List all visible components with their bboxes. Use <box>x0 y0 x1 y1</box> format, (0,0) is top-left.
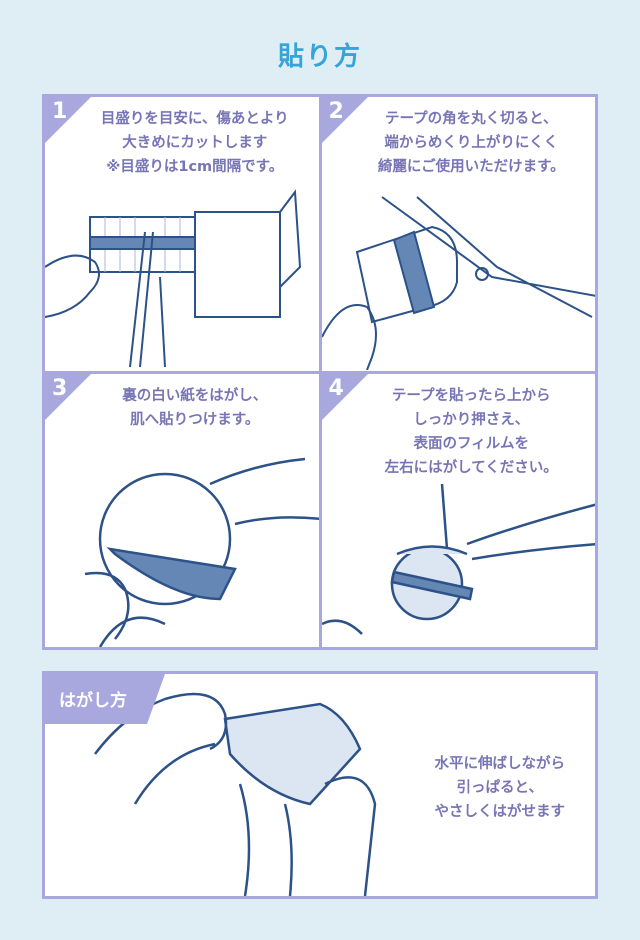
step-text: テープを貼ったら上から しっかり押さえ、 表面のフィルムを 左右にはがしてくださ… <box>358 384 586 480</box>
step-4: 4 テープを貼ったら上から しっかり押さえ、 表面のフィルムを 左右にはがしてく… <box>321 373 595 647</box>
removal-section: はがし方 水平に伸ばしながら 引っぱると、 やさしくはがせます <box>42 671 598 899</box>
apply-tape-illustration <box>84 457 319 647</box>
step-text: 目盛りを目安に、傷あとより 大きめにカットします ※目盛りは1cm間隔です。 <box>81 107 309 179</box>
text-line: 目盛りを目安に、傷あとより <box>100 111 289 127</box>
peel-film-illustration <box>321 483 595 635</box>
step-1: 1 目盛りを目安に、傷あとより 大きめにカットします ※目盛りは1cm間隔です。 <box>45 97 319 371</box>
text-line: 引っぱると、 <box>456 780 543 796</box>
cut-tape-illustration <box>45 189 302 368</box>
round-corners-illustration <box>321 196 595 370</box>
text-line: 左右にはがしてください。 <box>384 459 558 476</box>
text-line: 綺麗にご使用いただけます。 <box>377 159 565 175</box>
step-badge <box>321 97 368 143</box>
steps-grid: 1 目盛りを目安に、傷あとより 大きめにカットします ※目盛りは1cm間隔です。… <box>42 94 598 650</box>
step-badge <box>45 97 91 143</box>
text-line: 肌へ貼りつけます。 <box>130 411 260 428</box>
removal-text: 水平に伸ばしながら 引っぱると、 やさしくはがせます <box>435 752 566 824</box>
text-line: 水平に伸ばしながら <box>434 756 566 772</box>
step-badge <box>321 373 368 420</box>
text-line: やさしくはがせます <box>434 804 566 820</box>
step-text: 裏の白い紙をはがし、 肌へ貼りつけます。 <box>81 384 309 432</box>
step-badge <box>45 373 91 420</box>
removal-label: はがし方 <box>45 674 165 724</box>
step-number: 3 <box>52 375 68 401</box>
text-line: 表面のフィルムを <box>413 435 529 452</box>
text-line: 裏の白い紙をはがし、 <box>122 387 268 404</box>
page-title: 貼り方 <box>277 42 362 72</box>
text-line: ※目盛りは1cm間隔です。 <box>106 159 284 175</box>
remove-tape-illustration <box>94 692 377 896</box>
step-3: 3 裏の白い紙をはがし、 肌へ貼りつけます。 <box>45 373 319 647</box>
step-number: 4 <box>328 375 344 401</box>
text-line: しっかり押さえ、 <box>413 411 530 428</box>
step-text: テープの角を丸く切ると、 端からめくり上がりにくく 綺麗にご使用いただけます。 <box>358 107 586 179</box>
text-line: 大きめにカットします <box>122 135 268 151</box>
step-2: 2 テープの角を丸く切ると、 端からめくり上がりにくく 綺麗にご使用いただけます… <box>321 97 595 371</box>
text-line: 端からめくり上がりにくく <box>384 135 559 151</box>
step-number: 2 <box>328 99 344 124</box>
text-line: テープの角を丸く切ると、 <box>384 111 558 127</box>
text-line: テープを貼ったら上から <box>391 387 551 404</box>
step-number: 1 <box>52 99 68 124</box>
